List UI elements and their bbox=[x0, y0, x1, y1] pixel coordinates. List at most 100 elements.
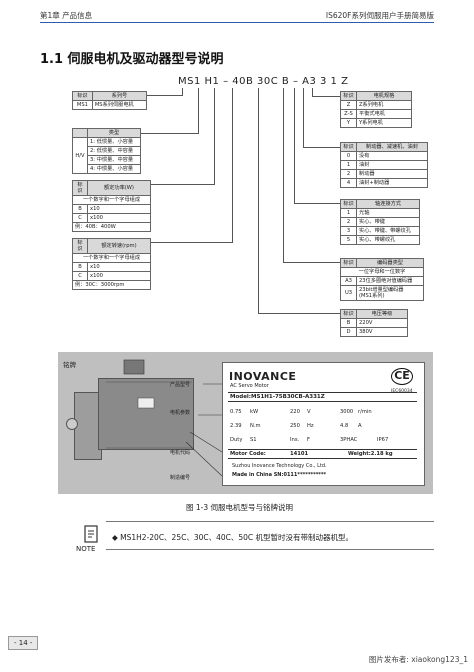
table-cell: 一位字母和一位数字 bbox=[340, 267, 424, 277]
motor-shaft bbox=[66, 418, 78, 430]
table-cell: C bbox=[72, 213, 88, 223]
spec-unit: Hz bbox=[307, 423, 314, 429]
label-serial-number: 制造编号 bbox=[170, 475, 191, 481]
label-motor-code: 电机代码 bbox=[170, 450, 191, 456]
note-divider-top bbox=[106, 521, 434, 522]
table-cell: 2 bbox=[340, 169, 357, 179]
table-cell: A3 bbox=[340, 276, 357, 286]
spec-value: Ins. bbox=[290, 437, 300, 443]
table-cell: 4 bbox=[340, 178, 357, 188]
motor-illustration bbox=[106, 359, 223, 477]
spec-unit: F bbox=[307, 437, 310, 443]
connector-line bbox=[198, 88, 199, 133]
table-cell: 没有 bbox=[356, 151, 428, 161]
spec-unit: kW bbox=[250, 409, 259, 415]
connector-line bbox=[150, 242, 233, 243]
table-cell: 0 bbox=[340, 151, 357, 161]
table-cell: B bbox=[72, 204, 88, 214]
table-cell: C bbox=[72, 271, 88, 281]
spec-unit: N.m bbox=[250, 423, 261, 429]
table-cell: 5 bbox=[340, 235, 357, 245]
spec-unit: A bbox=[358, 423, 362, 429]
connector-line bbox=[258, 88, 259, 314]
label-motor-params: 电机参数 bbox=[170, 410, 191, 416]
table-cell: 1: 低惯量、小容量 bbox=[87, 137, 141, 147]
table-cell: Y系列电机 bbox=[356, 118, 412, 128]
watermark: 图片发布者: xiaokong123_1 bbox=[368, 655, 468, 664]
label-product-model: 产品型号 bbox=[170, 382, 191, 388]
connector-line bbox=[312, 96, 340, 97]
note-text: ◆ MS1H2-20C、25C、30C、40C、50C 机型暂时没有带制动器机型… bbox=[112, 533, 354, 542]
table-cell: 制动器 bbox=[356, 169, 428, 179]
cert-standard: IEC60034 bbox=[391, 389, 413, 394]
spec-unit: S1 bbox=[250, 437, 257, 443]
section-title: 1.1 伺服电机及驱动器型号说明 bbox=[40, 52, 224, 67]
nameplate bbox=[222, 362, 425, 486]
table-header: 标识 bbox=[72, 180, 88, 196]
connector-line bbox=[312, 88, 313, 97]
header-divider bbox=[40, 22, 434, 23]
table-cell: H/V bbox=[72, 137, 88, 174]
table-header: 轴连接方式 bbox=[356, 199, 420, 209]
connector-line bbox=[258, 313, 340, 314]
table-cell: x10 bbox=[87, 262, 151, 272]
table-cell: 油封 bbox=[356, 160, 428, 170]
table-cell: 1 bbox=[340, 160, 357, 170]
table-header: 标识 bbox=[72, 238, 88, 254]
note-pencil-icon bbox=[84, 525, 98, 543]
made-in-serial: Made in China SN:0111*********** bbox=[232, 472, 327, 478]
spec-value: 220 bbox=[290, 409, 300, 415]
note-label: NOTE bbox=[76, 545, 96, 553]
connector-line bbox=[283, 88, 284, 263]
table-header: 标识 bbox=[340, 199, 357, 209]
connector-line bbox=[182, 88, 183, 96]
table-header: 制动器、减速机、油封 bbox=[356, 142, 428, 152]
connector-line bbox=[140, 133, 199, 134]
nameplate-panel-label: 铭牌 bbox=[63, 361, 76, 369]
table-header: 额定转速(rpm) bbox=[87, 238, 151, 254]
table-cell: MS1 bbox=[72, 100, 93, 110]
table-cell: MS系列伺服电机 bbox=[91, 100, 148, 110]
ce-mark-icon: CE bbox=[391, 368, 413, 385]
spec-value: 0.75 bbox=[230, 409, 242, 415]
table-cell: 实心、带螺纹孔 bbox=[356, 235, 420, 245]
table-cell: x100 bbox=[87, 271, 151, 281]
table-cell: 油封+制动器 bbox=[356, 178, 428, 188]
table-cell: 4: 中惯量、小容量 bbox=[87, 164, 141, 174]
table-cell: B bbox=[340, 318, 357, 328]
table-header: 额定功率(W) bbox=[87, 180, 151, 196]
spec-unit: r/min bbox=[358, 409, 372, 415]
table-cell: 3: 中惯量、中容量 bbox=[87, 155, 141, 165]
spec-value: 2.39 bbox=[230, 423, 242, 429]
nameplate-model: Model:MS1H1-75B30CB-A331Z bbox=[228, 392, 417, 402]
table-cell: Z系列电机 bbox=[356, 100, 412, 110]
motor-weight: Weight:2.18 kg bbox=[348, 451, 393, 457]
figure-caption: 图 1-3 伺服电机型号与铭牌说明 bbox=[186, 503, 294, 512]
table-header: 电机规格 bbox=[356, 91, 412, 101]
table-cell: Z bbox=[340, 100, 357, 110]
page-number: - 14 - bbox=[8, 636, 39, 650]
spec-unit: V bbox=[307, 409, 311, 415]
motor-code-row: Motor Code: 14101 Weight:2.18 kg bbox=[228, 449, 417, 459]
table-cell: Z-S bbox=[340, 109, 357, 119]
table-cell: 23位多圈绝对值编码器 bbox=[356, 276, 424, 286]
table-cell: x10 bbox=[87, 204, 151, 214]
inovance-logo: INOVANCE bbox=[229, 370, 297, 383]
table-cell: 平衡式电机 bbox=[356, 109, 412, 119]
table-header: 标识 bbox=[340, 258, 357, 268]
table-cell: 380V bbox=[356, 327, 408, 337]
spec-value: 4.8 bbox=[340, 423, 349, 429]
header-manual-title: IS620F系列伺服用户手册简易版 bbox=[325, 11, 434, 20]
table-header: 电压等级 bbox=[356, 309, 408, 319]
table-cell: 实心、带键、带螺纹孔 bbox=[356, 226, 420, 236]
connector-line bbox=[303, 147, 340, 148]
motor-body bbox=[98, 378, 194, 450]
